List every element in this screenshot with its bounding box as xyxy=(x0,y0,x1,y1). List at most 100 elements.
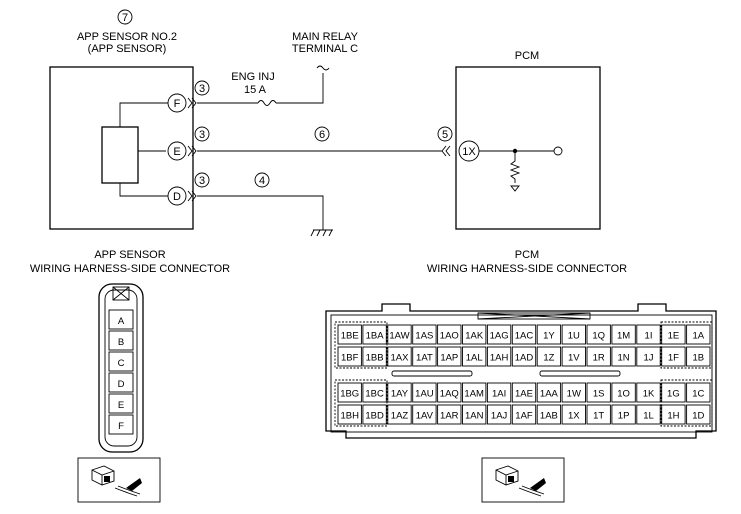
pcm-pin-label: 1AB xyxy=(540,411,558,422)
pcm-pin-cell xyxy=(387,382,412,403)
pcm-pin-cell xyxy=(561,382,586,403)
pcm-pulldown-resistor xyxy=(509,151,521,183)
terminal-d: D xyxy=(167,186,187,206)
pcm-pin-label: 1BA xyxy=(366,331,385,342)
pcm-pin-cell xyxy=(437,346,462,367)
svg-text:3: 3 xyxy=(199,83,205,95)
pcm-title: PCM xyxy=(515,50,539,62)
pcm-pin-label: 1AS xyxy=(415,331,433,342)
pcm-pin-cell xyxy=(337,404,362,425)
app-pin-label: F xyxy=(118,421,124,432)
app-sensor-callout: 7 xyxy=(117,9,133,25)
svg-text:E: E xyxy=(173,146,180,158)
terminal-e-callout: 3 xyxy=(194,126,210,142)
pcm-pin-label: 1AG xyxy=(490,331,509,342)
pcm-internal-node xyxy=(553,146,563,156)
pcm-pin-label: 1AW xyxy=(389,331,409,342)
svg-text:4: 4 xyxy=(259,175,265,187)
pcm-pin-label: 1AN xyxy=(465,411,484,422)
pcm-pin-label: 1BH xyxy=(340,411,359,422)
pcm-pin-cell xyxy=(337,346,362,367)
sensor-lead-d xyxy=(119,183,168,197)
pcm-pin-cell xyxy=(387,324,412,345)
pcm-pin-cell xyxy=(636,404,661,425)
wire-fuse-to-relay xyxy=(276,73,324,104)
pcm-pin-cell xyxy=(362,382,387,403)
app-pin-cell xyxy=(108,414,134,435)
pcm-pin-cell xyxy=(536,346,562,367)
pcm-pin-cell xyxy=(586,382,611,403)
pcm-pin-cell xyxy=(586,324,611,345)
pcm-pin-label: 1AC xyxy=(515,331,534,342)
pcm-pin-cell xyxy=(437,404,462,425)
pcm-pin-cell xyxy=(337,382,362,403)
pcm-pin-cell xyxy=(561,404,586,425)
app-pin-cell xyxy=(108,351,134,372)
pcm-pin-label: 1AE xyxy=(515,389,533,400)
pcm-connector-subtitle: WIRING HARNESS-SIDE CONNECTOR xyxy=(427,263,627,275)
pcm-pin-cell xyxy=(611,382,636,403)
app-pin-cell xyxy=(108,309,134,330)
terminal-e: E xyxy=(167,141,187,161)
pcm-pin-label: 1X xyxy=(568,411,580,422)
pcm-pin-cell xyxy=(511,346,537,367)
pcm-pin-cell xyxy=(486,404,512,425)
pcm-pin-cell xyxy=(586,346,611,367)
pcm-pin-cell xyxy=(486,382,512,403)
pcm-pin-cell xyxy=(337,324,362,345)
fuse-name: ENG INJ xyxy=(231,71,274,83)
pcm-pin-label: 1AI xyxy=(492,389,506,400)
pcm-pin-cell xyxy=(611,346,636,367)
sensor-element xyxy=(101,126,139,184)
pcm-pin-cell xyxy=(412,382,437,403)
fuse-rating: 15 A xyxy=(244,84,267,96)
pcm-pin-cell xyxy=(561,324,586,345)
pcm-pin-label: 1AU xyxy=(415,389,434,400)
relay-name: MAIN RELAY xyxy=(292,31,358,43)
pcm-pin-cell xyxy=(462,324,487,345)
pcm-pin-label: 1BE xyxy=(341,331,359,342)
pcm-pin-cell xyxy=(437,324,462,345)
pcm-pin-label: 1R xyxy=(593,353,605,364)
pcm-pin-label: 1AZ xyxy=(391,411,409,422)
pcm-pin-label: 1AR xyxy=(440,411,459,422)
pcm-pin-label: 1K xyxy=(643,389,655,400)
pcm-pin-label: 1BC xyxy=(365,389,384,400)
ground-wire-callout: 4 xyxy=(254,172,270,188)
pcm-pin-cell xyxy=(686,324,711,345)
pcm-pin-label: 1AK xyxy=(465,331,484,342)
pcm-pin-cell xyxy=(362,324,387,345)
connector-chevrons-sensor xyxy=(187,97,197,202)
pcm-pin-label: 1P xyxy=(618,411,630,422)
relay-terminal: TERMINAL C xyxy=(292,43,358,55)
pcm-pin-cell xyxy=(661,324,686,345)
pcm-pin-cell xyxy=(536,404,562,425)
pcm-pin-cell xyxy=(636,346,661,367)
pcm-pin-label: 1W xyxy=(567,389,581,400)
pcm-pin-label: 1C xyxy=(692,389,704,400)
pcm-pin-label: 1M xyxy=(617,331,630,342)
pcm-pin-label: 1AJ xyxy=(491,411,508,422)
pcm-pin-cell xyxy=(362,404,387,425)
pcm-pin-label: 1E xyxy=(668,331,680,342)
terminal-f: F xyxy=(167,93,187,113)
app-pin-cell xyxy=(108,330,134,351)
pcm-pin-label: 1AF xyxy=(515,411,533,422)
pcm-pin-cell xyxy=(387,404,412,425)
app-pin-label: D xyxy=(118,379,125,390)
pcm-pin-label: 1O xyxy=(617,389,630,400)
pcm-terminal-1x: 1X xyxy=(458,140,480,162)
app-sensor-box xyxy=(49,66,194,230)
pcm-pin-cell xyxy=(486,346,512,367)
pcm-pin-cell xyxy=(511,324,537,345)
pcm-pin-label: 1L xyxy=(643,411,654,422)
pcm-pin-label: 1Y xyxy=(543,331,555,342)
pcm-pin-label: 1AD xyxy=(515,353,534,364)
pcm-pin-cell xyxy=(686,346,711,367)
app-pin-label: B xyxy=(118,337,124,348)
pcm-pin-cell xyxy=(561,346,586,367)
pcm-ground-triangle xyxy=(510,185,520,192)
svg-text:3: 3 xyxy=(199,175,205,187)
pcm-pin-label: 1AY xyxy=(391,389,409,400)
